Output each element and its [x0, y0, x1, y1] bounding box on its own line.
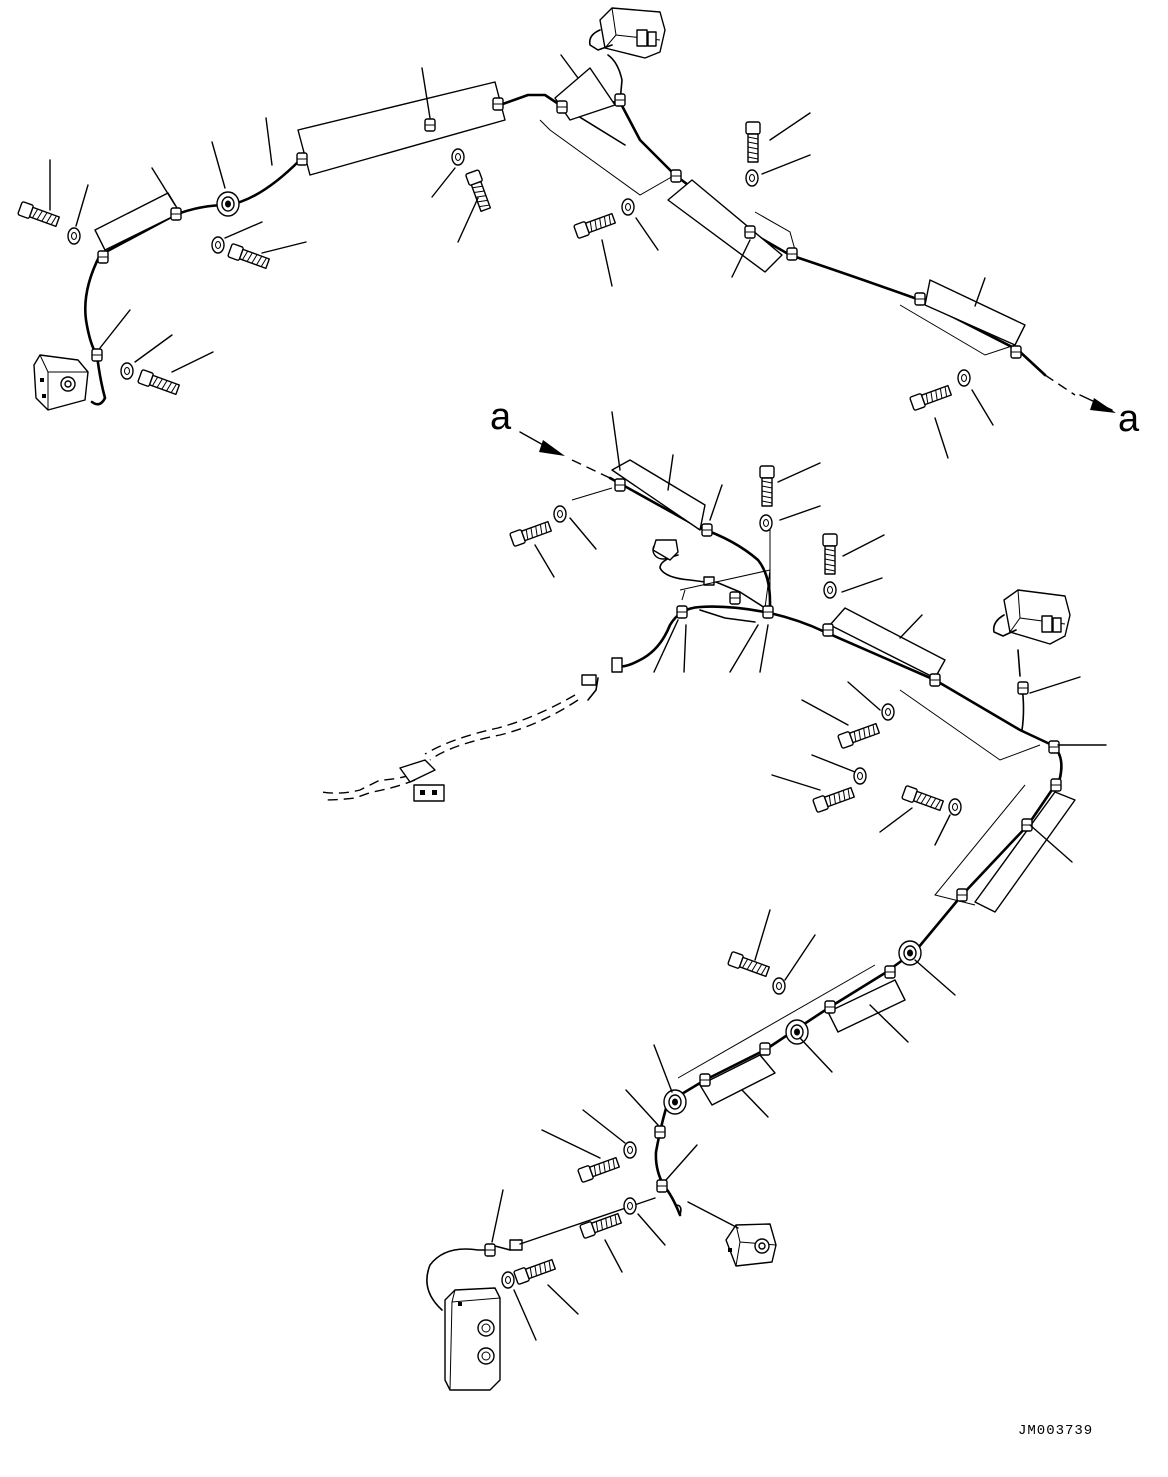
harness-clip	[424, 118, 436, 132]
washer	[451, 148, 465, 166]
washer	[623, 1141, 637, 1159]
mounting-bolt	[226, 242, 271, 271]
drawing-code: JM003739	[1018, 1423, 1094, 1439]
control-pendant-box	[444, 1287, 501, 1391]
small-coil-connector	[652, 539, 679, 561]
harness-clip	[884, 965, 896, 979]
washer	[623, 1197, 637, 1215]
mounting-bolt	[908, 383, 953, 412]
washer	[853, 767, 867, 785]
grommet	[216, 191, 240, 217]
mounting-bolt	[512, 1257, 557, 1286]
harness-clip	[914, 292, 926, 306]
mounting-bolt	[900, 784, 945, 813]
harness-clip	[656, 1179, 668, 1193]
clamp-plate	[611, 459, 706, 531]
washer	[211, 236, 225, 254]
washer	[948, 798, 962, 816]
harness-clip	[822, 623, 834, 637]
clamp-plate	[924, 279, 1026, 346]
washer	[67, 227, 81, 245]
harness-clip	[654, 1125, 666, 1139]
washer	[759, 514, 773, 532]
reference-letter-left: a	[490, 396, 512, 438]
arrow-right-icon	[1090, 398, 1116, 413]
upper-harness	[16, 7, 1116, 459]
harness-clip	[492, 97, 504, 111]
harness-clip	[929, 673, 941, 687]
continuation-line-left	[571, 459, 611, 479]
harness-clip	[1010, 345, 1022, 359]
mounting-bolt	[576, 1155, 621, 1184]
upper-harness-wire	[98, 93, 1047, 377]
harness-clip	[786, 247, 798, 261]
extension-wire-dashed	[429, 699, 579, 761]
harness-clip	[97, 250, 109, 264]
washer	[120, 362, 134, 380]
harness-clip	[956, 888, 968, 902]
harness-clip	[701, 523, 713, 537]
mounting-bolt	[726, 950, 771, 979]
washer	[957, 369, 971, 387]
clamp-plate	[829, 607, 946, 679]
clamp-plate	[667, 179, 783, 273]
harness-clip	[762, 605, 774, 619]
clamp-plate	[827, 979, 906, 1033]
arrow-left-in-icon	[539, 440, 565, 456]
grommet	[663, 1089, 687, 1115]
harness-clip	[1017, 681, 1029, 695]
clamp-plate	[94, 192, 181, 251]
washer	[745, 169, 759, 187]
washer	[553, 505, 567, 523]
clamp-plate	[297, 81, 506, 176]
harness-clip	[484, 1243, 496, 1257]
top-solenoid-connector	[588, 7, 666, 59]
mounting-bolt	[508, 519, 553, 548]
lower-harness	[321, 411, 1107, 1391]
leader-lines-lower	[491, 411, 1107, 1341]
inline-connector	[611, 657, 623, 673]
harness-clip	[699, 1073, 711, 1087]
harness-clip	[1050, 778, 1062, 792]
harness-clip	[91, 348, 103, 362]
mounting-bolt	[136, 368, 181, 397]
harness-clip	[556, 100, 568, 114]
harness-clip	[670, 169, 682, 183]
washer	[501, 1271, 515, 1289]
clamp-plate	[699, 1054, 776, 1106]
terminal-connectors	[399, 759, 445, 802]
harness-clip	[1048, 740, 1060, 754]
washer	[881, 703, 895, 721]
bottom-switch-connector	[725, 1223, 777, 1267]
continuation-line-right	[1044, 374, 1076, 396]
harness-clip	[676, 605, 688, 619]
reference-letter-right: a	[1118, 398, 1140, 440]
mounting-bolt	[464, 168, 493, 213]
grommet	[898, 940, 922, 966]
harness-clip	[614, 93, 626, 107]
harness-clip	[759, 1042, 771, 1056]
harness-clip	[729, 591, 741, 605]
harness-clip	[614, 478, 626, 492]
mounting-bolt	[745, 121, 761, 163]
mounting-bolt	[16, 200, 61, 229]
mounting-bolt	[759, 465, 775, 507]
harness-clip	[744, 225, 756, 239]
mounting-bolt	[822, 533, 838, 575]
harness-clip	[170, 207, 182, 221]
mounting-bolt	[572, 211, 617, 240]
mounting-bolt	[836, 721, 881, 750]
harness-clip	[824, 1000, 836, 1014]
washer	[621, 198, 635, 216]
washer	[823, 581, 837, 599]
left-switch-connector	[33, 354, 89, 411]
grommet	[785, 1019, 809, 1045]
harness-clip	[296, 152, 308, 166]
right-solenoid-connector	[992, 589, 1071, 645]
leader-lines-upper	[49, 54, 994, 459]
washer	[772, 977, 786, 995]
